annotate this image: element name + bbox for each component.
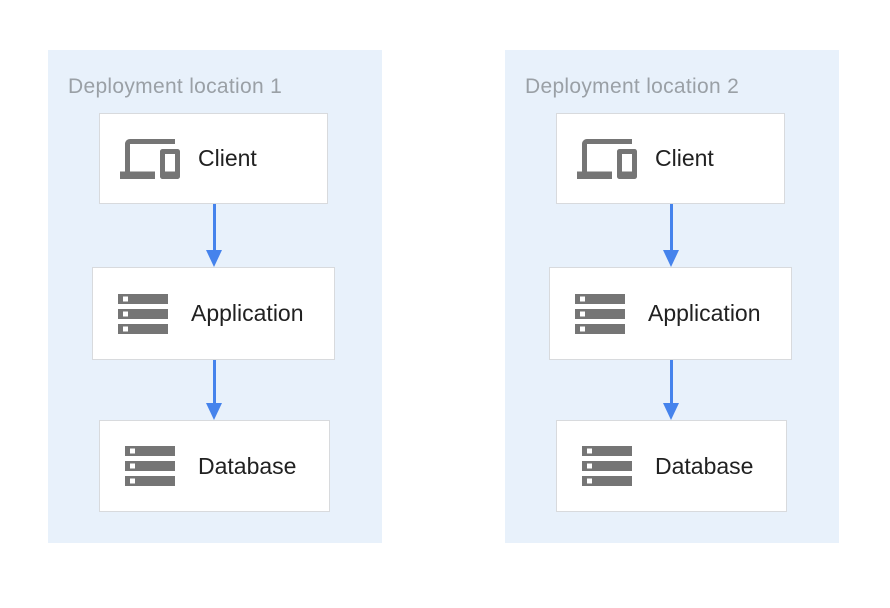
application-node-label: Application xyxy=(191,300,304,326)
server-stack-icon xyxy=(570,284,630,344)
arrow-shaft xyxy=(212,360,216,403)
devices-icon xyxy=(577,129,637,189)
arrow-client-to-application xyxy=(663,204,679,267)
arrow-application-to-database xyxy=(206,360,222,420)
client-node-label: Client xyxy=(198,145,257,171)
server-stack-icon xyxy=(120,436,180,496)
client-node-label: Client xyxy=(655,145,714,171)
application-node: Application xyxy=(549,267,792,360)
devices-icon xyxy=(120,129,180,189)
arrow-application-to-database xyxy=(663,360,679,420)
application-node: Application xyxy=(92,267,335,360)
database-node: Database xyxy=(99,420,330,512)
arrow-shaft xyxy=(212,204,216,250)
server-stack-icon xyxy=(577,436,637,496)
arrow-head-icon xyxy=(663,250,679,267)
client-node: Client xyxy=(99,113,328,204)
client-node: Client xyxy=(556,113,785,204)
database-node-label: Database xyxy=(198,452,297,479)
deployment-location-2-panel: Deployment location 2 Client Application xyxy=(505,50,839,543)
database-node-label: Database xyxy=(655,452,754,479)
server-stack-icon xyxy=(113,284,173,344)
arrow-head-icon xyxy=(206,250,222,267)
arrow-shaft xyxy=(669,204,673,250)
arrow-client-to-application xyxy=(206,204,222,267)
arrow-head-icon xyxy=(206,403,222,420)
panel-title: Deployment location 1 xyxy=(68,75,283,98)
application-node-label: Application xyxy=(648,300,761,326)
arrow-head-icon xyxy=(663,403,679,420)
arrow-shaft xyxy=(669,360,673,403)
deployment-location-1-panel: Deployment location 1 Client Application xyxy=(48,50,382,543)
database-node: Database xyxy=(556,420,787,512)
panel-title: Deployment location 2 xyxy=(525,75,740,98)
